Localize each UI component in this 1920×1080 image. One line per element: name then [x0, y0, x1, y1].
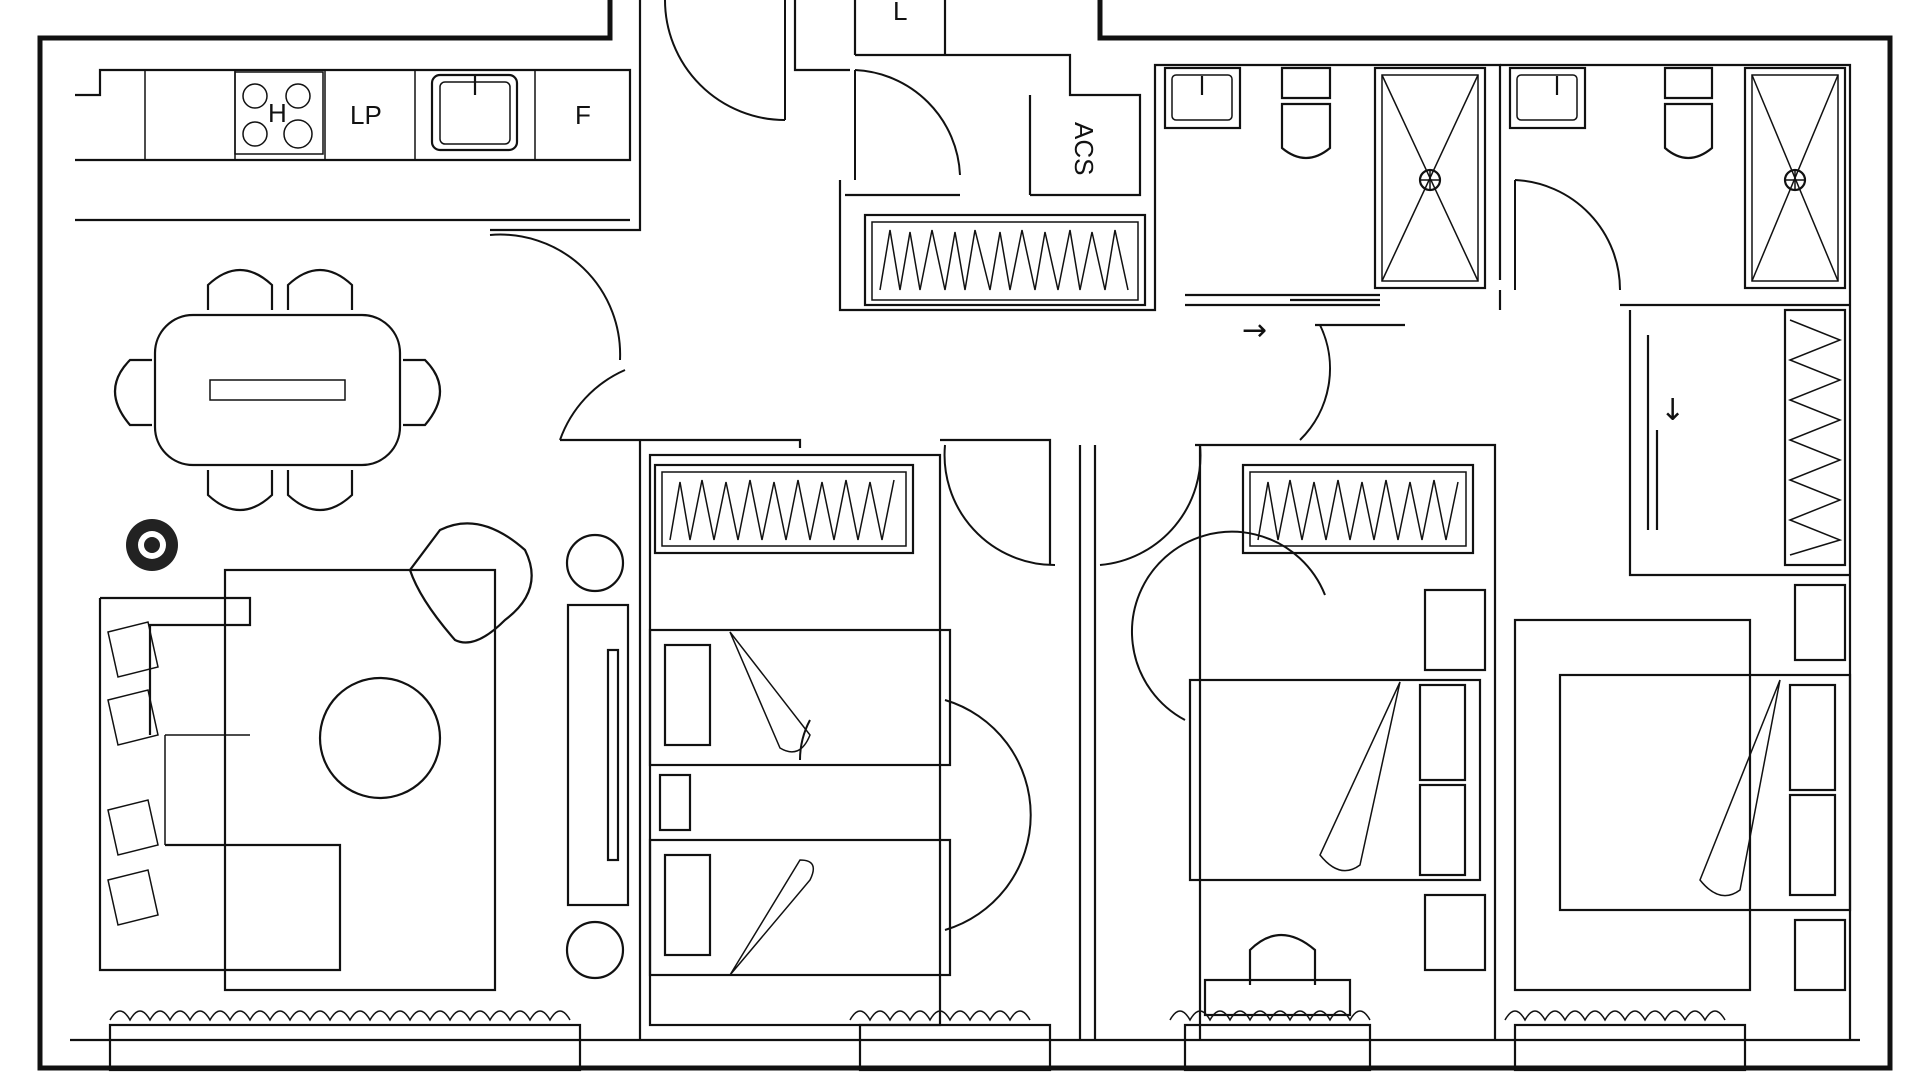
hob-label: H — [268, 98, 287, 128]
bedroom-twin — [648, 453, 952, 1027]
closet-arrow: ↓ — [1660, 393, 1685, 428]
dishwasher-label: LP — [350, 100, 382, 130]
sink-icon — [1163, 66, 1242, 130]
toilet-icon — [1663, 66, 1714, 160]
chair — [206, 470, 274, 511]
bedroom-double-1 — [1188, 463, 1487, 1017]
bedroom-double-2 — [1513, 583, 1852, 992]
window-bedroom-twin — [849, 1010, 1052, 1072]
armchair — [408, 522, 533, 644]
sink-icon — [1508, 66, 1587, 130]
entry-arrow: → — [1242, 313, 1267, 348]
fridge-label: F — [575, 100, 591, 130]
plant-icon — [126, 519, 178, 571]
window-living — [108, 1010, 582, 1072]
windows — [108, 1010, 1747, 1072]
window-bedroom-double-2 — [1504, 1010, 1747, 1072]
chair — [206, 269, 274, 310]
exterior-walls — [37, 0, 1893, 1071]
bathroom-1 — [1163, 66, 1487, 290]
dining-area — [114, 269, 441, 511]
water-heater-label: ACS — [1069, 122, 1099, 175]
window-bedroom-double-1 — [1169, 1010, 1372, 1072]
laundry-label: L — [893, 0, 907, 26]
chair — [403, 358, 441, 427]
toilet-icon — [1280, 66, 1332, 160]
chair — [286, 470, 354, 511]
sink-icon — [430, 73, 519, 152]
interior-walls — [75, 0, 1852, 1040]
hob — [234, 71, 324, 155]
living-area — [98, 522, 630, 992]
walk-in-wardrobe — [1783, 308, 1847, 567]
chair — [114, 358, 152, 427]
bathroom-2 — [1508, 66, 1847, 290]
coffee-table — [318, 676, 442, 800]
shower-drain-icon — [1743, 66, 1847, 290]
utility: L ACS — [863, 0, 1147, 307]
shower-drain-icon — [1373, 66, 1487, 290]
doors — [489, 0, 1659, 931]
sofa — [98, 596, 342, 972]
chair — [286, 269, 354, 310]
kitchen: H LP F — [75, 68, 632, 162]
